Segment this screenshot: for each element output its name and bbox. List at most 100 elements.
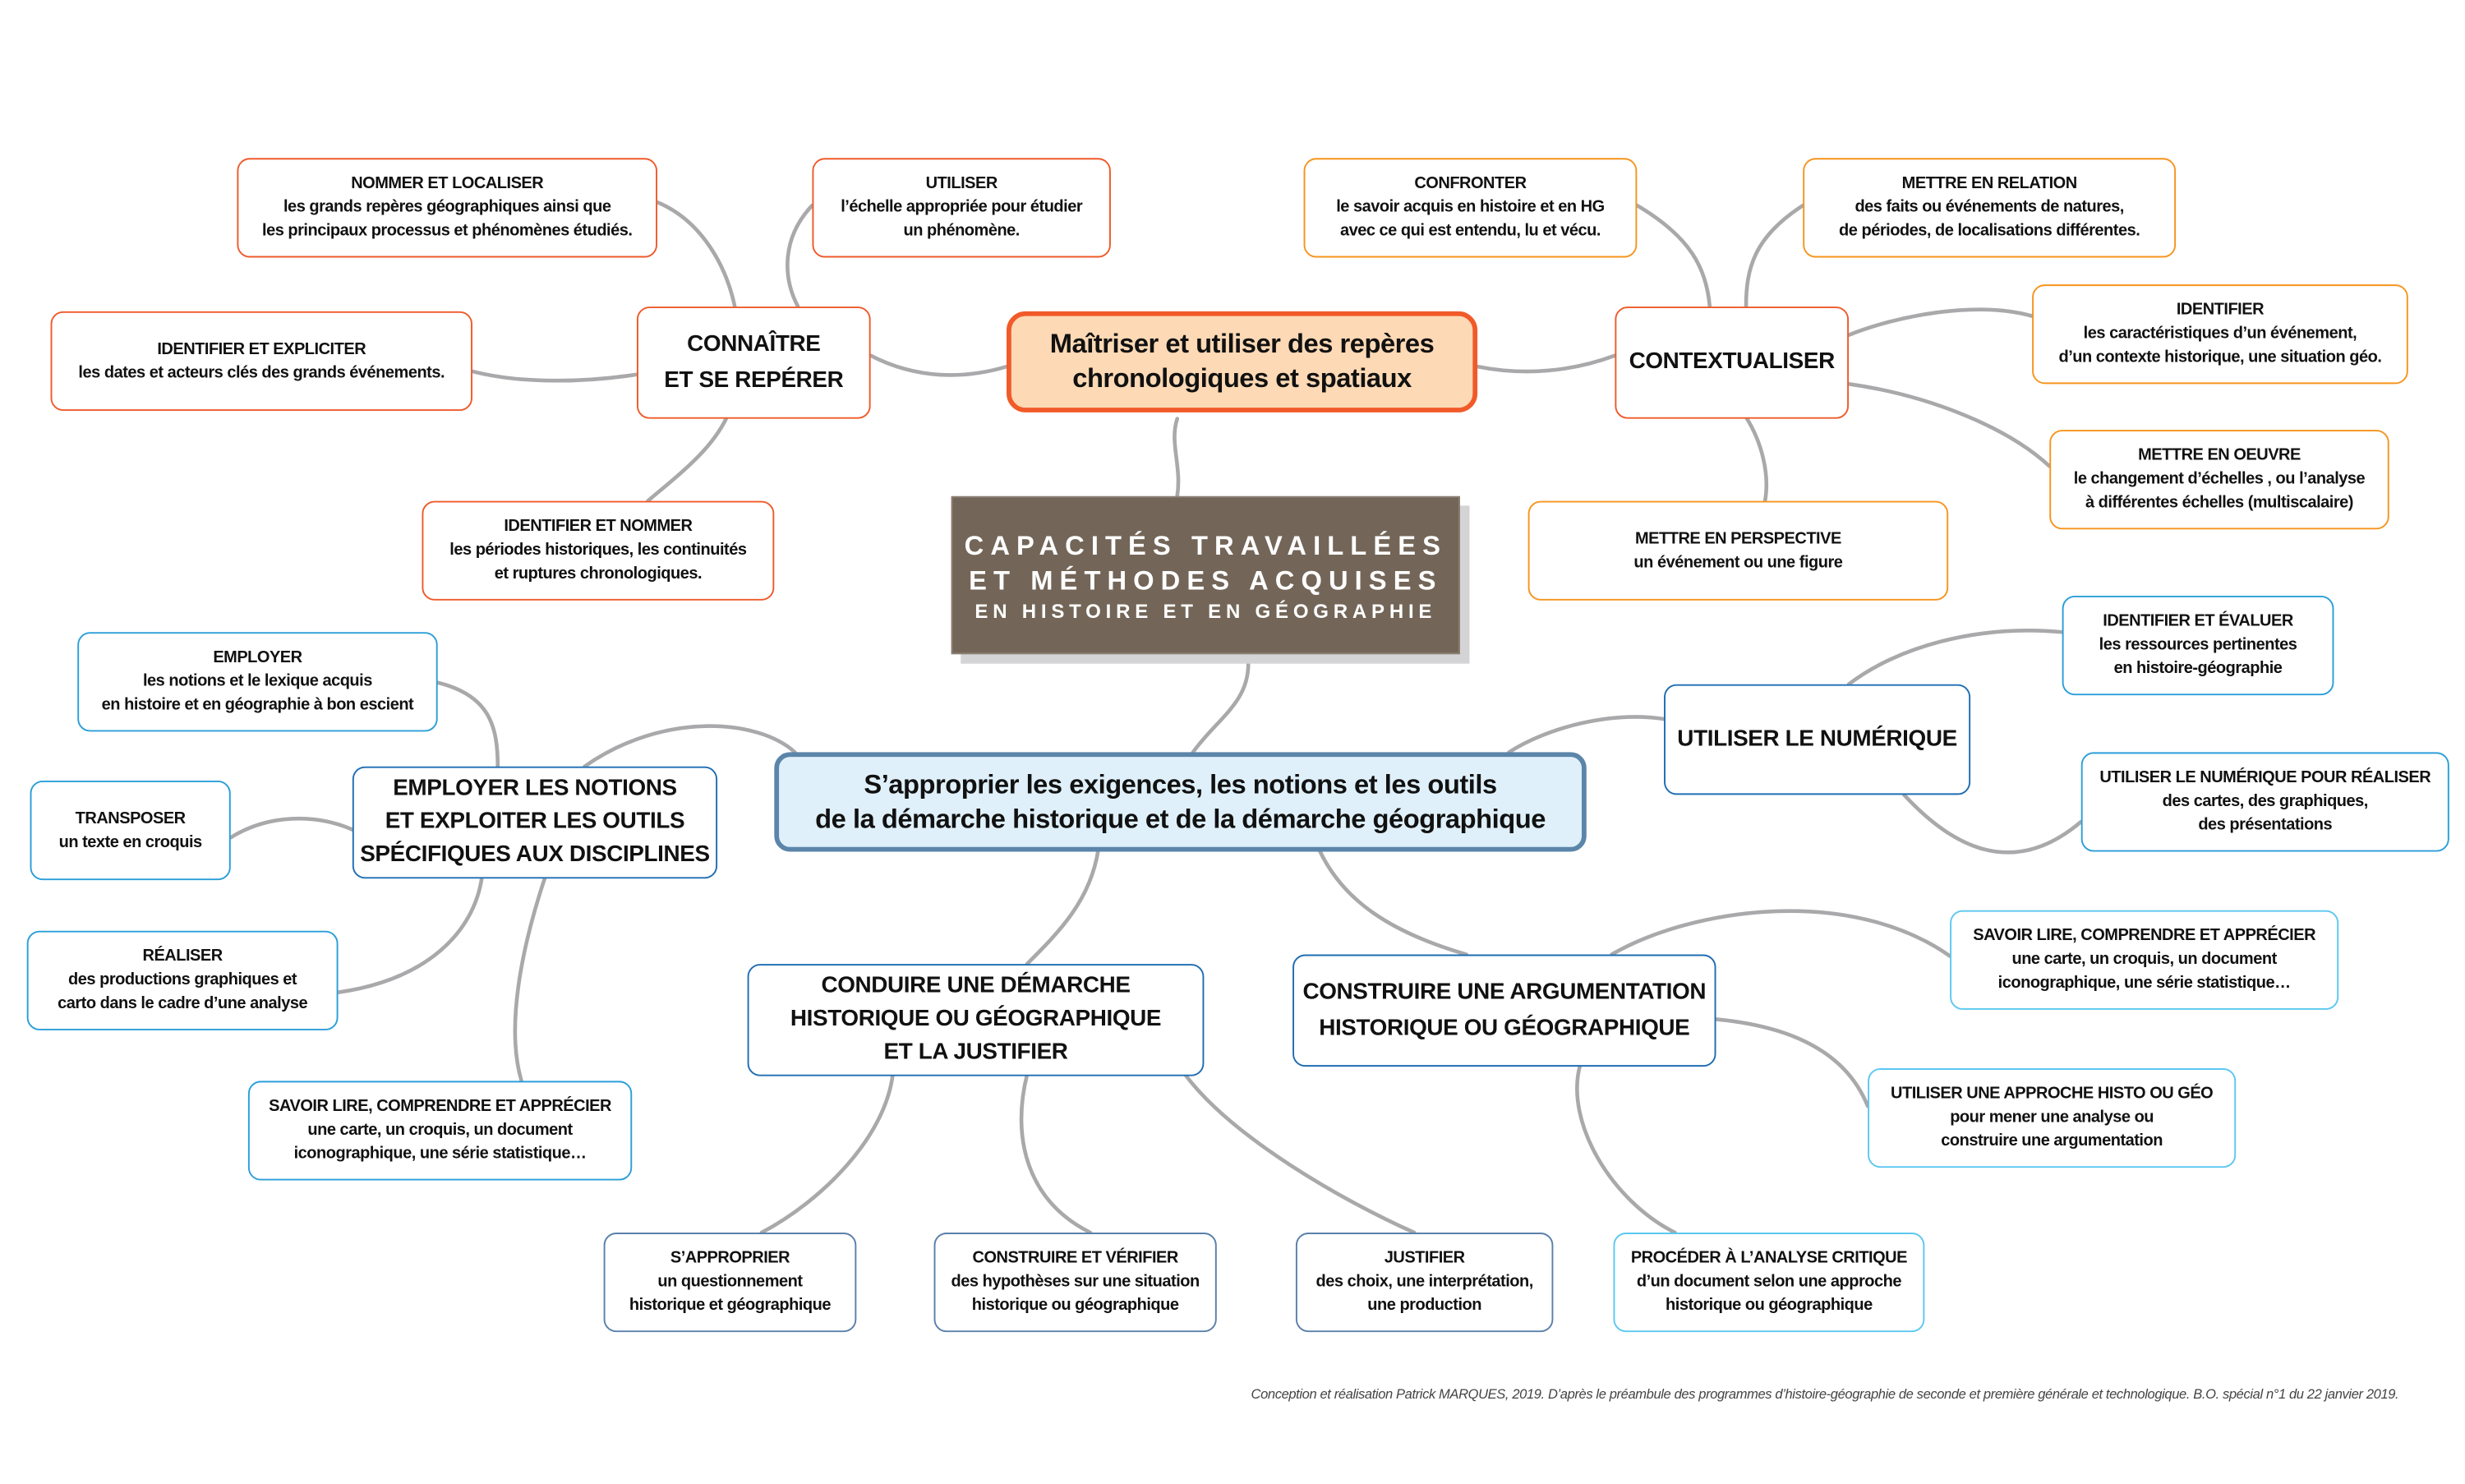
- node-desc: d’un document selon une approche histori…: [1636, 1274, 1902, 1316]
- connector: [1317, 848, 1468, 956]
- node-desc: les notions et le lexique acquis en hist…: [101, 673, 414, 715]
- node-connaitre: CONNAÎTRE ET SE REPÉRER: [637, 306, 871, 419]
- connector: [583, 724, 797, 769]
- node-desc: une carte, un croquis, un document icono…: [1997, 951, 2291, 993]
- node-savoir-lire-right: SAVOIR LIRE, COMPRENDRE ET APPRÉCIER une …: [1950, 910, 2339, 1010]
- node-justifier: JUSTIFIER des choix, une interprétation, …: [1295, 1233, 1554, 1333]
- node-desc: un événement ou une figure: [1633, 554, 1843, 572]
- node-employer-notions: EMPLOYER LES NOTIONS ET EXPLOITER LES OU…: [352, 766, 718, 879]
- node-title: IDENTIFIER ET ÉVALUER: [2103, 613, 2293, 631]
- diagram-title: CAPACITÉS TRAVAILLÉES ET MÉTHODES ACQUIS…: [951, 495, 1460, 655]
- connector: [1475, 353, 1617, 374]
- node-employer: EMPLOYER les notions et le lexique acquis…: [77, 632, 438, 732]
- node-title: METTRE EN PERSPECTIVE: [1634, 530, 1841, 548]
- connector: [228, 816, 355, 840]
- connector: [435, 680, 500, 769]
- node-title: METTRE EN RELATION: [1901, 175, 2077, 193]
- node-title: JUSTIFIER: [1384, 1250, 1465, 1268]
- node-desc: pour mener une analyse ou construire une…: [1941, 1109, 2163, 1151]
- node-desc: des hypothèses sur une situation histori…: [951, 1274, 1200, 1316]
- node-mettre-relation: METTRE EN RELATION des faits ou événement…: [1803, 158, 2177, 258]
- node-savoir-lire-left: SAVOIR LIRE, COMPRENDRE ET APPRÉCIER une …: [247, 1081, 633, 1181]
- node-desc: des faits ou événements de natures, de p…: [1839, 199, 2140, 241]
- node-confronter: CONFRONTER le savoir acquis en histoire e…: [1303, 158, 1638, 258]
- connector: [513, 875, 547, 1083]
- node-title: UTILISER LE NUMÉRIQUE POUR RÉALISER: [2099, 769, 2431, 787]
- credits-footer: Conception et réalisation Patrick MARQUE…: [1251, 1385, 2399, 1402]
- connector: [1191, 661, 1251, 754]
- node-desc: le changement d’échelles , ou l’analyse …: [2073, 471, 2366, 513]
- node-identifier-nommer: IDENTIFIER ET NOMMER les périodes histori…: [422, 500, 775, 601]
- node-construire-argumentation: CONSTRUIRE UNE ARGUMENTATION HISTORIQUE …: [1292, 954, 1716, 1067]
- connector: [1902, 793, 2084, 855]
- connector: [1025, 848, 1100, 966]
- connector: [1183, 1072, 1417, 1235]
- node-contextualiser: CONTEXTUALISER: [1615, 306, 1850, 419]
- node-desc: les caractéristiques d’un événement, d’u…: [2058, 325, 2382, 367]
- connector: [1846, 307, 2034, 338]
- node-mettre-oeuvre: METTRE EN OEUVRE le changement d’échelles…: [2049, 430, 2389, 530]
- connector: [1019, 1072, 1093, 1235]
- node-title: CONSTRUIRE ET VÉRIFIER: [972, 1250, 1178, 1268]
- connector: [1575, 1062, 1677, 1235]
- connector: [1173, 417, 1181, 499]
- node-title: RÉALISER: [142, 947, 223, 966]
- connector: [470, 369, 639, 383]
- node-perspective: METTRE EN PERSPECTIVE un événement ou une…: [1527, 500, 1949, 601]
- node-title: CONFRONTER: [1414, 175, 1527, 193]
- node-title: PROCÉDER À L’ANALYSE CRITIQUE: [1630, 1250, 1908, 1268]
- node-desc: le savoir acquis en histoire et en HG av…: [1336, 199, 1605, 241]
- node-title: UTILISER: [925, 175, 998, 193]
- node-desc: un texte en croquis: [58, 833, 203, 851]
- title-line-1: CAPACITÉS TRAVAILLÉES: [964, 531, 1448, 561]
- connector: [336, 875, 484, 995]
- main-node-reperes: Maîtriser et utiliser des repères chrono…: [1007, 311, 1478, 412]
- node-title: S’APPROPRIER: [670, 1250, 790, 1268]
- connector: [1744, 415, 1769, 503]
- node-construire-verifier: CONSTRUIRE ET VÉRIFIER des hypothèses sur…: [933, 1233, 1217, 1333]
- node-title: TRANSPOSER: [75, 809, 186, 827]
- node-numerique-realiser: UTILISER LE NUMÉRIQUE POUR RÉALISER des c…: [2080, 752, 2449, 852]
- connector: [759, 1072, 895, 1235]
- node-desc: les dates et acteurs clés des grands évé…: [78, 364, 445, 382]
- node-title: EMPLOYER: [213, 649, 302, 667]
- node-title: NOMMER ET LOCALISER: [351, 175, 544, 193]
- node-desc: les ressources pertinentes en histoire-g…: [2099, 637, 2297, 679]
- node-realiser: RÉALISER des productions graphiques et ca…: [26, 930, 339, 1030]
- node-approche: UTILISER UNE APPROCHE HISTO OU GÉO pour m…: [1868, 1068, 2237, 1168]
- node-title: METTRE EN OEUVRE: [2138, 447, 2301, 465]
- node-desc: l’échelle appropriée pour étudier un phé…: [841, 199, 1083, 241]
- connector: [655, 200, 737, 309]
- node-desc: des choix, une interprétation, une produ…: [1315, 1274, 1534, 1316]
- node-title: IDENTIFIER: [2176, 302, 2265, 320]
- connector: [1610, 909, 1952, 958]
- node-title: UTILISER UNE APPROCHE HISTO OU GÉO: [1891, 1085, 2214, 1104]
- main-node-demarche: S’approprier les exigences, les notions …: [774, 752, 1587, 852]
- connector: [1507, 715, 1666, 754]
- node-desc: une carte, un croquis, un document icono…: [293, 1122, 587, 1164]
- connector: [1846, 382, 2052, 468]
- node-title: IDENTIFIER ET EXPLICITER: [157, 340, 366, 358]
- title-line-2: ET MÉTHODES ACQUISES: [969, 565, 1443, 597]
- node-title: SAVOIR LIRE, COMPRENDRE ET APPRÉCIER: [269, 1098, 611, 1116]
- node-desc: les périodes historiques, les continuité…: [449, 542, 747, 583]
- node-identifier-evaluer: IDENTIFIER ET ÉVALUER les ressources pert…: [2062, 596, 2334, 696]
- connector: [1714, 1017, 1870, 1108]
- node-title: SAVOIR LIRE, COMPRENDRE ET APPRÉCIER: [1973, 927, 2316, 946]
- node-desc: des productions graphiques et carto dans…: [58, 971, 308, 1013]
- node-title: IDENTIFIER ET NOMMER: [504, 518, 693, 536]
- connector: [1635, 203, 1712, 309]
- connector: [646, 415, 729, 503]
- node-transposer: TRANSPOSER un texte en croquis: [30, 781, 231, 881]
- connector: [1744, 203, 1805, 309]
- title-line-3: EN HISTOIRE ET EN GÉOGRAPHIE: [974, 600, 1437, 623]
- node-numerique: UTILISER LE NUMÉRIQUE: [1664, 684, 1971, 795]
- connector: [786, 203, 814, 309]
- node-desc: des cartes, des graphiques, des présenta…: [2162, 793, 2369, 835]
- connector: [1846, 629, 2064, 687]
- connector: [869, 353, 1009, 377]
